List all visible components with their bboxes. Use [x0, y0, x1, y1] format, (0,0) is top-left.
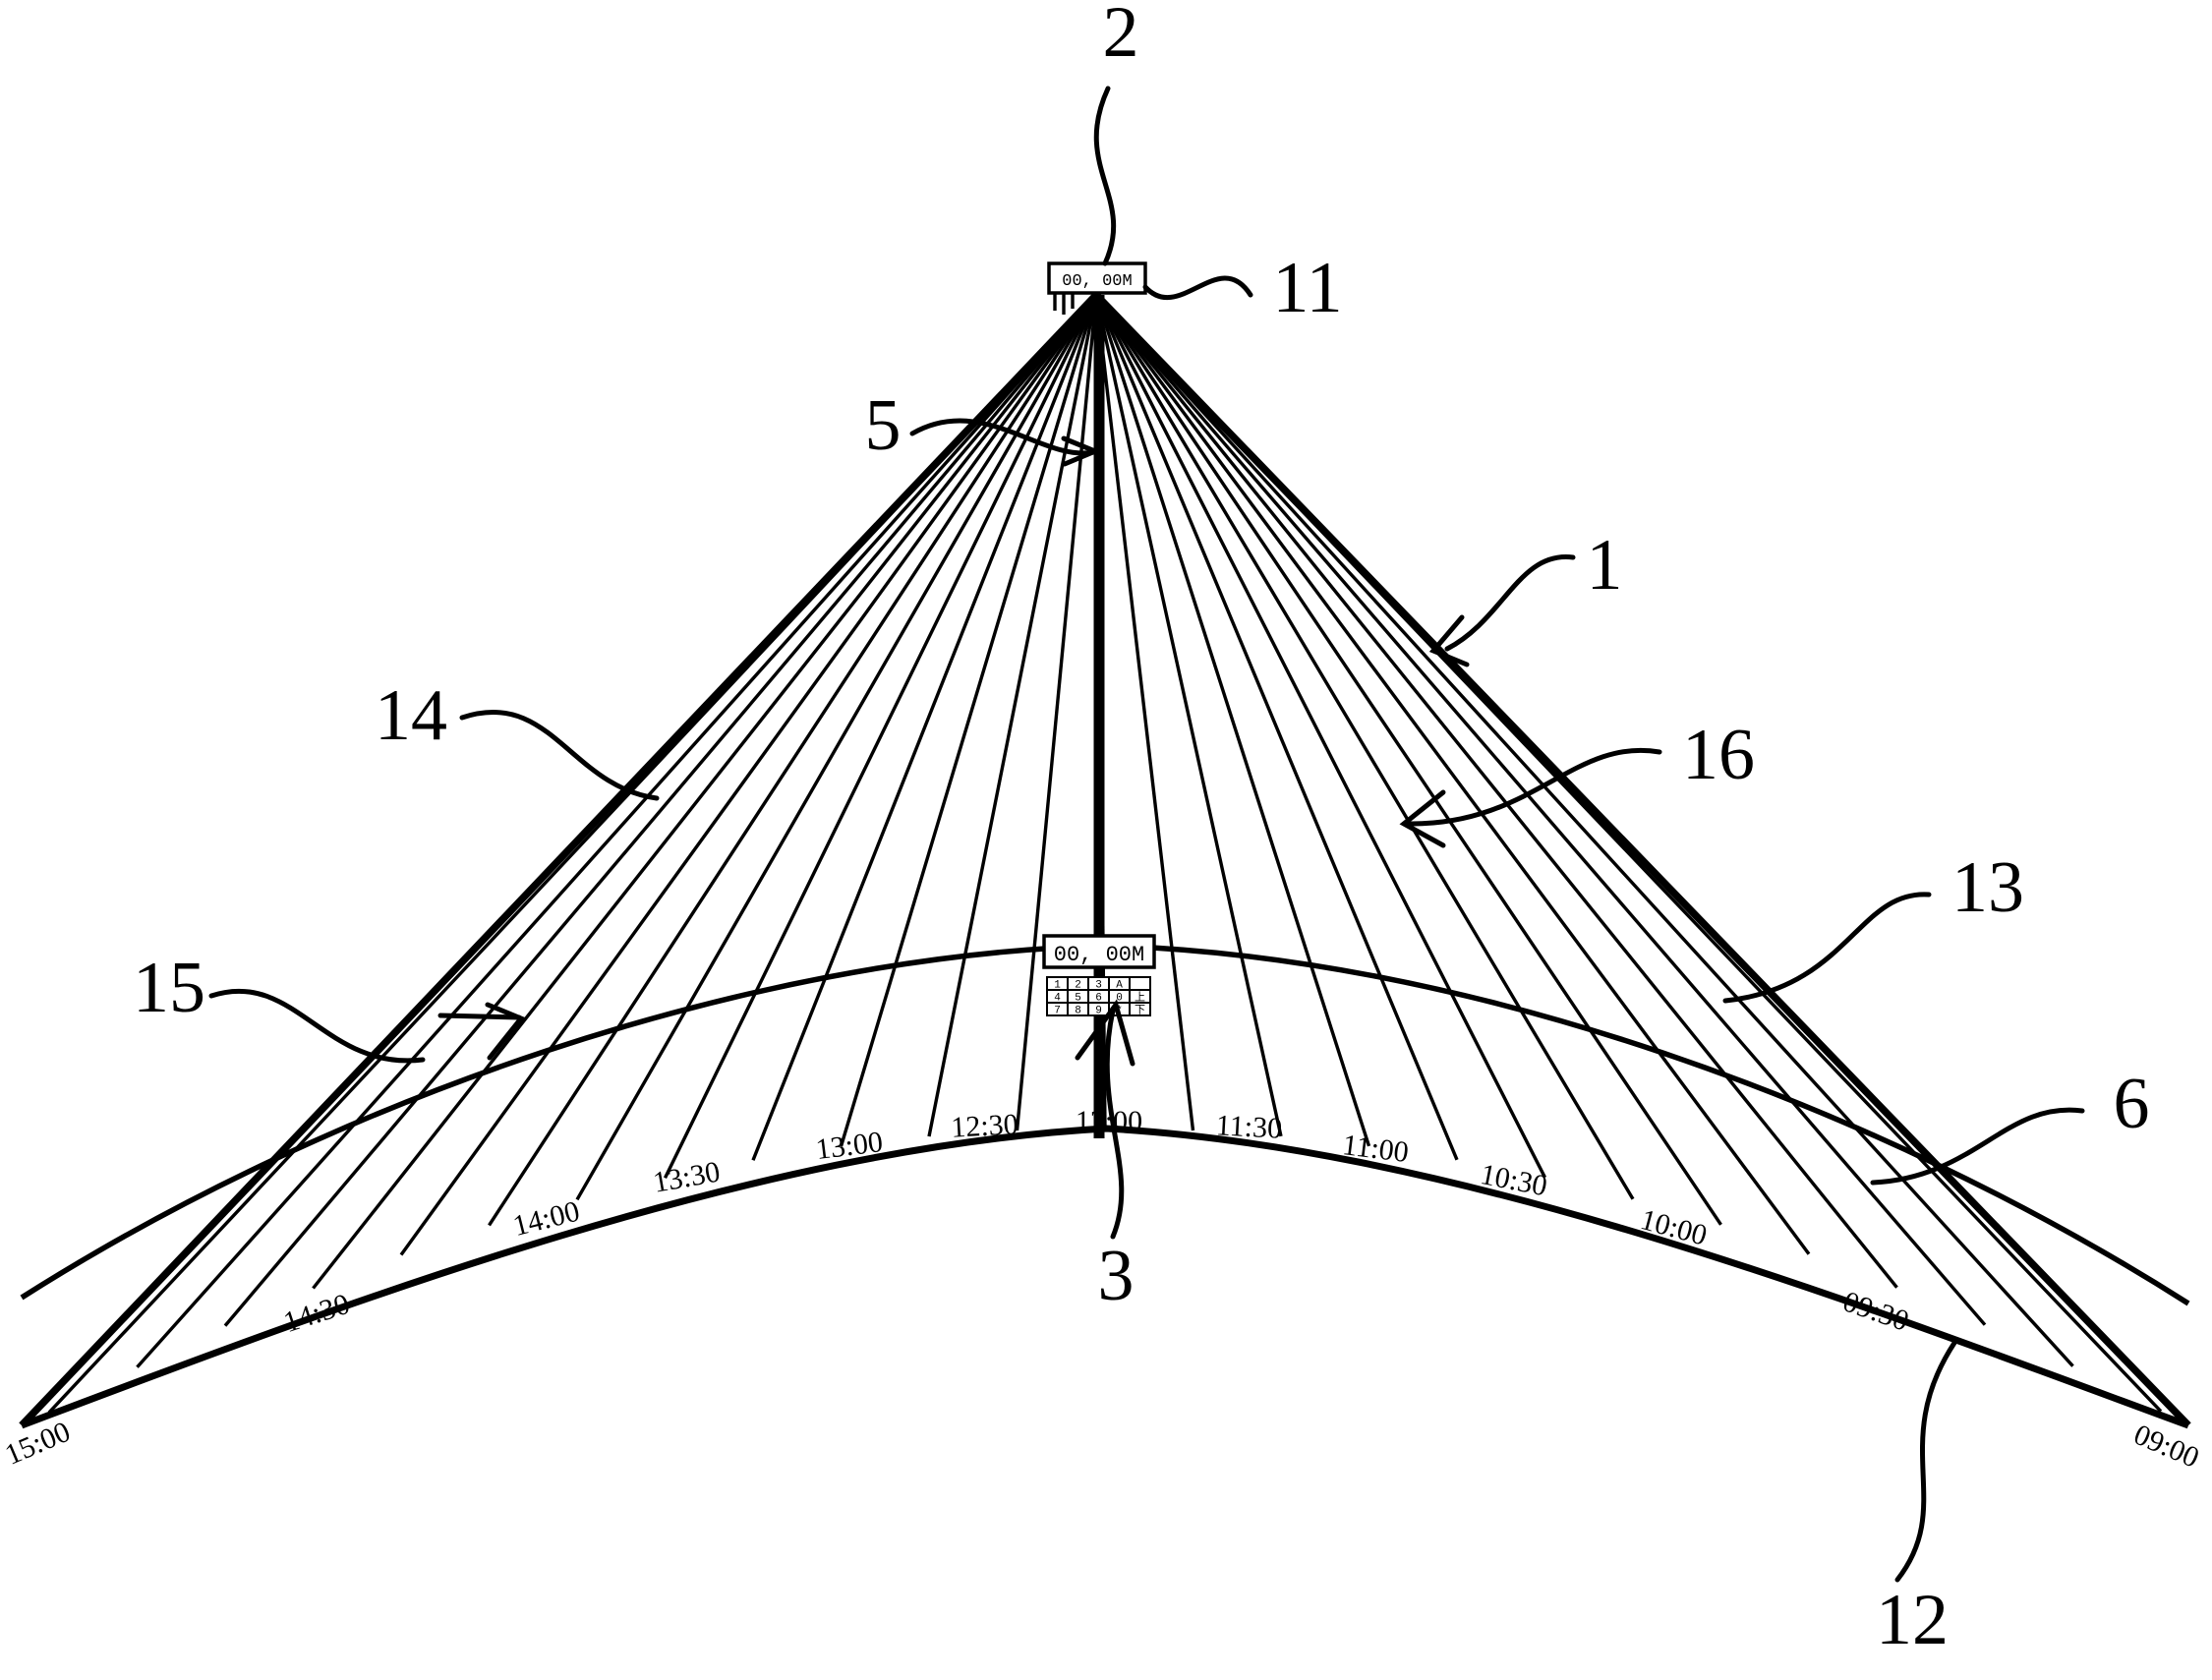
keypad-key-label: 3 — [1095, 979, 1102, 991]
ray-16 — [1094, 294, 1371, 1147]
ray-7 — [575, 294, 1098, 1201]
keypad-key-label: 5 — [1075, 992, 1081, 1004]
reference-numeral-14: 14 — [375, 675, 447, 756]
leader-2 — [1093, 86, 1117, 266]
reference-numeral-6: 6 — [2114, 1064, 2150, 1144]
keypad-key-label: A — [1116, 979, 1123, 991]
apex-readout-text: 00, 00M — [1062, 272, 1132, 291]
ray-17 — [1094, 294, 1459, 1161]
leader-13 — [1722, 892, 1932, 1004]
panel-display-frame — [1042, 934, 1156, 969]
time-label-1500: 15:00 — [0, 1416, 75, 1472]
ray-8 — [663, 294, 1098, 1180]
leader-16 — [1405, 747, 1662, 827]
ray-15 — [1094, 294, 1283, 1137]
lower-arc-time-scale — [20, 1125, 2190, 1429]
ray-20 — [1094, 294, 1722, 1226]
reference-numeral-5: 5 — [865, 385, 902, 466]
arrowhead-5 — [1061, 435, 1102, 467]
ray-4 — [312, 293, 1098, 1290]
reference-numeral-12: 12 — [1876, 1580, 1949, 1660]
keypad-key-label: 9 — [1095, 1005, 1102, 1016]
left-outer-edge — [19, 292, 1099, 1428]
leader-lines — [208, 86, 2085, 1583]
keypad-key-label: 6 — [1095, 992, 1102, 1004]
ray-5 — [399, 294, 1098, 1256]
arrowhead-16 — [1399, 789, 1446, 848]
apex-display-unit[interactable]: 00, 00M — [1047, 261, 1147, 315]
leader-12 — [1894, 1340, 1957, 1583]
ray-19 — [1094, 294, 1635, 1200]
arrowhead-15 — [485, 1002, 526, 1061]
ray-12 — [1015, 294, 1098, 1131]
keypad-key-label: 8 — [1075, 1005, 1081, 1016]
leader-15-arrow-shaft — [437, 1013, 522, 1020]
time-label-0930: 09:30 — [1838, 1285, 1912, 1337]
reference-numeral-3: 3 — [1098, 1236, 1135, 1316]
keypad-key-label: 7 — [1054, 1005, 1061, 1016]
ray-23 — [1094, 293, 1987, 1326]
reference-numeral-16: 16 — [1682, 715, 1755, 795]
ray-18 — [1094, 294, 1547, 1179]
keypad-key-下-2-4[interactable] — [1129, 1002, 1151, 1016]
ray-6 — [488, 294, 1098, 1227]
right-outer-edge — [1093, 292, 2191, 1428]
leader-11 — [1142, 275, 1253, 301]
leader-3 — [1104, 1008, 1125, 1240]
ray-21 — [1094, 293, 1811, 1255]
keypad-key-label: 1 — [1054, 979, 1061, 991]
time-label-1100: 11:00 — [1341, 1129, 1411, 1169]
leader-5 — [909, 418, 1096, 456]
ray-10 — [839, 294, 1098, 1147]
time-label-1230: 12:30 — [951, 1108, 1019, 1144]
keypad-key-label: 下 — [1135, 1004, 1145, 1016]
leader-15 — [208, 988, 426, 1064]
ray-2 — [136, 293, 1098, 1368]
ray-24 — [1094, 293, 2074, 1367]
canopy-outer-edges — [19, 292, 2191, 1428]
arrowhead-3 — [1075, 999, 1135, 1067]
leader-6 — [1870, 1107, 2085, 1186]
ray-14 — [1094, 294, 1195, 1131]
leader-1 — [1444, 554, 1576, 652]
keypad-key-label: 0 — [1116, 992, 1123, 1004]
ray-9 — [751, 294, 1098, 1161]
leader-14 — [459, 709, 660, 801]
time-label-1430: 14:30 — [279, 1288, 353, 1340]
apex-display-frame — [1047, 261, 1147, 295]
keypad-key-label: 2 — [1075, 979, 1081, 991]
ray-22 — [1094, 293, 1898, 1289]
reference-numeral-2: 2 — [1103, 0, 1139, 73]
time-label-0900: 09:00 — [2129, 1419, 2204, 1475]
arrowhead-1 — [1428, 614, 1470, 667]
reference-numeral-13: 13 — [1951, 847, 2024, 928]
reference-numeral-1: 1 — [1587, 525, 1623, 606]
keypad-key-blank-0-4[interactable] — [1129, 976, 1151, 991]
keypad-key-label: 4 — [1054, 992, 1061, 1004]
reference-numeral-15: 15 — [133, 948, 205, 1028]
panel-readout-text: 00, 00M — [1054, 943, 1144, 967]
ray-3 — [223, 293, 1098, 1327]
ray-11 — [927, 294, 1098, 1137]
time-label-1130: 11:30 — [1215, 1109, 1283, 1144]
keypad-key-label: 上 — [1135, 990, 1145, 1004]
reference-numeral-11: 11 — [1272, 248, 1342, 328]
